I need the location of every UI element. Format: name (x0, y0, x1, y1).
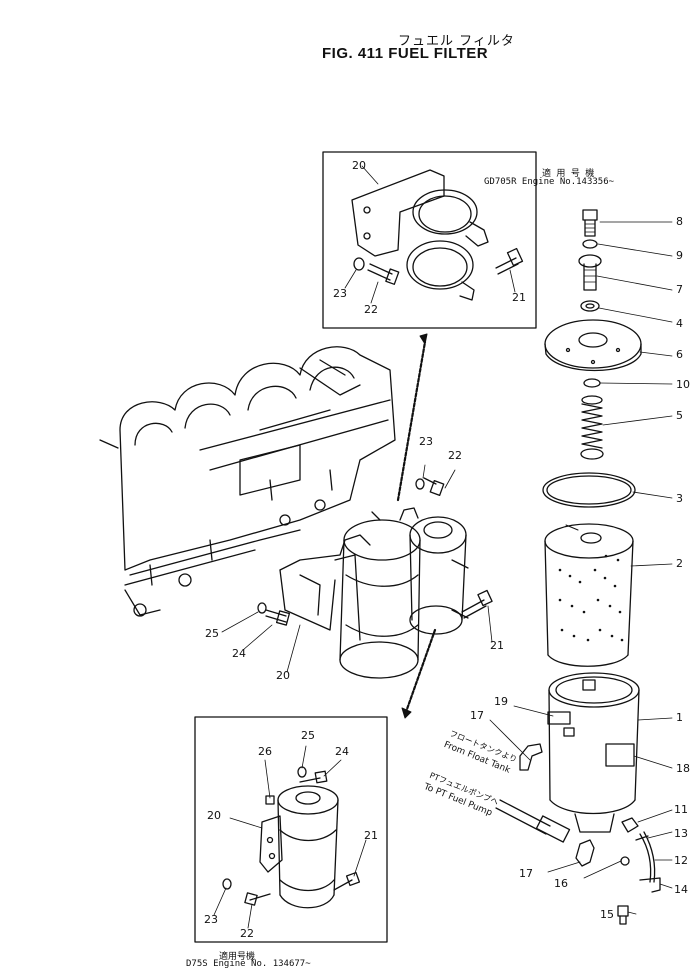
part-9-washer (582, 239, 598, 249)
callout-7: 7 (676, 283, 683, 296)
title-japanese: フュエル フィルタ (398, 34, 515, 49)
part-7-nut (578, 254, 602, 291)
callout-6: 6 (676, 348, 683, 361)
part-11-fitting (621, 817, 639, 833)
top-inset-applicability: GD705R Engine No.143356~ (484, 177, 615, 187)
bottom-inset-callout-25: 25 (301, 729, 315, 742)
top-inset-washer-23 (353, 257, 365, 271)
top-inset-applicability-jp: 適 用 号 機 (542, 169, 595, 179)
part-3-seal-ring (542, 472, 636, 508)
callout-5: 5 (676, 409, 683, 422)
bottom-inset-bolt-22 (244, 892, 271, 906)
part-17-elbow-lower (575, 839, 595, 867)
callout-12: 12 (674, 854, 688, 867)
mid-callout-23: 23 (419, 435, 433, 448)
bottom-inset-callout-22: 22 (240, 927, 254, 940)
top-inset-callout-22: 22 (364, 303, 378, 316)
bottom-inset-washer-23 (222, 878, 232, 890)
bottom-inset-washer-25 (297, 766, 307, 778)
callout-11: 11 (674, 803, 688, 816)
callout-14: 14 (674, 883, 688, 896)
callout-17-lower: 17 (519, 867, 533, 880)
mid-callout-21: 21 (490, 639, 504, 652)
part-8-bolt (582, 209, 598, 237)
callout-16: 16 (554, 877, 568, 890)
figure-title: FIG. 411 FUEL FILTER (322, 45, 489, 62)
part-17-elbow-upper (519, 743, 543, 771)
top-inset-clamp-upper (412, 189, 489, 247)
mid-callout-24: 24 (232, 647, 246, 660)
bottom-inset-bracket-20 (259, 815, 283, 873)
top-inset-clamp-lower (406, 240, 475, 301)
bottom-inset-callout-20: 20 (207, 809, 221, 822)
bottom-inset-frame (194, 716, 388, 943)
bottom-inset-bolt-21 (333, 871, 361, 891)
part-16-washer (620, 856, 630, 866)
part-2-element (544, 523, 634, 667)
part-18-plate (605, 743, 635, 767)
mid-bolt-24 (265, 609, 291, 626)
mid-bolt-22 (423, 477, 445, 496)
arrow-to-top-inset (396, 340, 427, 502)
part-2-element-perforations (558, 554, 624, 642)
arrow-to-bottom-inset (404, 628, 437, 714)
mid-filter-assembly (279, 507, 469, 679)
callout-3: 3 (676, 492, 683, 505)
part-15-bolt (617, 905, 629, 925)
bottom-inset-callout-26: 26 (258, 745, 272, 758)
callout-19: 19 (494, 695, 508, 708)
callout-17-upper: 17 (470, 709, 484, 722)
callout-8: 8 (676, 215, 683, 228)
top-inset-callout-20: 20 (352, 159, 366, 172)
callout-18: 18 (676, 762, 690, 775)
top-inset-callout-23: 23 (333, 287, 347, 300)
part-4-gasket (580, 300, 600, 312)
callout-10: 10 (676, 378, 690, 391)
bottom-inset-callout-23: 23 (204, 913, 218, 926)
mid-washer-23 (415, 478, 425, 490)
mid-washer-25 (257, 602, 267, 614)
bottom-inset-callout-24: 24 (335, 745, 349, 758)
top-inset-bolt-21 (495, 247, 524, 275)
fuel-line-to-pump (495, 799, 571, 843)
bottom-inset-applicability: D75S Engine No. 134677~ (186, 959, 311, 969)
bottom-inset-applicability-jp: 適用号機 (219, 952, 256, 962)
callout-4: 4 (676, 317, 683, 330)
mid-callout-20: 20 (276, 669, 290, 682)
top-inset-frame (322, 151, 537, 329)
part-10-oring (583, 378, 601, 388)
engine-manifold (99, 346, 396, 617)
part-19-label (547, 711, 571, 725)
top-inset-callout-21: 21 (512, 291, 526, 304)
part-5-spring (580, 395, 604, 460)
callout-15: 15 (600, 908, 614, 921)
bottom-inset-filter (277, 785, 339, 909)
callout-2: 2 (676, 557, 683, 570)
callout-13: 13 (674, 827, 688, 840)
part-1-case (547, 672, 640, 833)
top-inset-bracket-20 (351, 169, 445, 257)
top-inset-bolt-22 (367, 263, 400, 285)
bottom-inset-bolt-24 (299, 770, 328, 784)
mid-bolt-21 (461, 589, 493, 619)
mid-callout-25: 25 (205, 627, 219, 640)
callout-9: 9 (676, 249, 683, 262)
callout-1: 1 (676, 711, 683, 724)
part-12-pipe (639, 831, 656, 883)
bottom-inset-callout-21: 21 (364, 829, 378, 842)
part-6-cover (544, 319, 642, 372)
part-13-nut (635, 835, 649, 841)
mid-callout-22: 22 (448, 449, 462, 462)
